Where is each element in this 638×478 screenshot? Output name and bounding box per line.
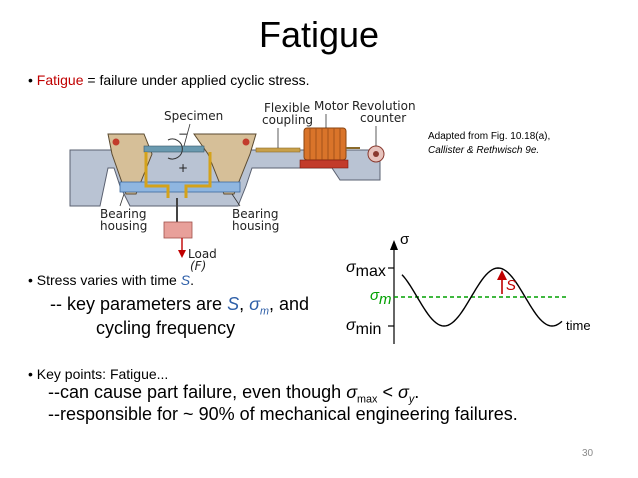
subscript-max: max xyxy=(357,393,378,406)
left-bearing-dot xyxy=(112,138,120,146)
label-bearing-left-1: Bearing xyxy=(100,207,146,221)
sub1-separator: , xyxy=(239,294,250,314)
credit-line-1: Adapted from Fig. 10.18(a), xyxy=(428,131,551,142)
leader-bearing-right xyxy=(231,193,241,207)
less-than: < xyxy=(377,382,398,402)
label-s: S xyxy=(506,277,516,294)
symbol-sigma-max: σ xyxy=(346,382,358,402)
plus-sign: + xyxy=(178,161,188,175)
label-sigma-max: σmax xyxy=(346,259,386,280)
motor-fins xyxy=(309,128,341,160)
minus-sign: − xyxy=(178,127,188,141)
label-flexible: Flexible xyxy=(264,101,310,115)
sub1-end: , and xyxy=(268,294,309,314)
label-counter: counter xyxy=(360,111,406,125)
stress-curve xyxy=(401,267,563,327)
motor-mount xyxy=(299,159,349,169)
label-load-symbol: (F) xyxy=(190,259,206,273)
label-sigma-min: σmin xyxy=(346,317,381,338)
slide-title: Fatigue xyxy=(258,14,380,55)
fatigue-testing-machine-diagram: − + Specimen Flexible coupling Motor Rev… xyxy=(69,99,416,273)
bullet-marker: • xyxy=(28,72,33,88)
bullet-key-points: • Key points: Fatigue... xyxy=(28,366,168,382)
stress-time-graph: σ σmax σm σmin S time xyxy=(346,231,591,344)
bullet-marker: • xyxy=(28,366,33,382)
bullet-text: Key points: Fatigue... xyxy=(32,366,169,382)
symbol-s: S xyxy=(180,272,191,288)
label-revolution: Revolution xyxy=(352,99,416,113)
bullet-end: . xyxy=(190,272,194,288)
label-specimen: Specimen xyxy=(164,109,223,123)
bullet-fatigue-definition: • Fatigue = failure under applied cyclic… xyxy=(28,72,310,88)
flexible-coupling xyxy=(255,147,301,153)
figure-credit: Adapted from Fig. 10.18(a), Callister & … xyxy=(428,130,550,158)
specimen-shaft xyxy=(143,145,205,153)
label-bearing-left-2: housing xyxy=(100,219,147,233)
credit-line-2: Callister & Rethwisch 9e. xyxy=(428,145,540,156)
leader-bearing-left xyxy=(119,193,125,207)
symbol-sigma-y: σy xyxy=(397,382,415,406)
right-bearing-dot xyxy=(242,138,250,146)
label-bearing-right-1: Bearing xyxy=(232,207,278,221)
label-bearing-right-2: housing xyxy=(232,219,279,233)
definition-text: = failure under applied cyclic stress. xyxy=(83,72,310,88)
leader-specimen xyxy=(183,123,191,147)
rotation-arrow xyxy=(167,138,183,160)
load-frame xyxy=(144,152,212,198)
label-sigma-m: σm xyxy=(370,287,392,308)
right-bearing-housing xyxy=(193,133,257,195)
spring-bellows xyxy=(119,181,241,193)
load-weight xyxy=(163,221,193,239)
bullet-stress-varies: • Stress varies with time S. xyxy=(28,272,194,288)
counter-hub xyxy=(373,151,379,157)
symbol-s: S xyxy=(227,294,240,314)
label-time: time xyxy=(566,318,591,333)
key-point-part-failure: --can cause part failure, even though σm… xyxy=(48,382,419,406)
left-bearing-housing xyxy=(107,133,153,195)
sub-bullet-key-parameters: -- key parameters are S, σm, and xyxy=(50,294,309,318)
label-coupling: coupling xyxy=(262,113,313,127)
sub1-prefix: -- key parameters are xyxy=(50,294,228,314)
y-axis-arrow xyxy=(390,240,398,250)
kp1-end: . xyxy=(414,382,420,402)
bullet-marker: • xyxy=(28,272,33,288)
amplitude-arrow-head xyxy=(497,270,507,280)
key-point-ninety-percent: --responsible for ~ 90% of mechanical en… xyxy=(48,404,518,424)
label-load: Load xyxy=(188,247,217,261)
page-number: 30 xyxy=(582,448,594,459)
sub-bullet-cycling-frequency: cycling frequency xyxy=(96,318,236,338)
label-motor: Motor xyxy=(314,99,349,113)
label-sigma-axis: σ xyxy=(400,231,410,248)
fatigue-term: Fatigue xyxy=(36,72,84,88)
load-arrow-head xyxy=(178,250,186,258)
kp1-prefix: --can cause part failure, even though xyxy=(48,382,347,402)
symbol-sigma-m: σm xyxy=(249,294,269,318)
bullet-text: Stress varies with time xyxy=(32,272,181,288)
